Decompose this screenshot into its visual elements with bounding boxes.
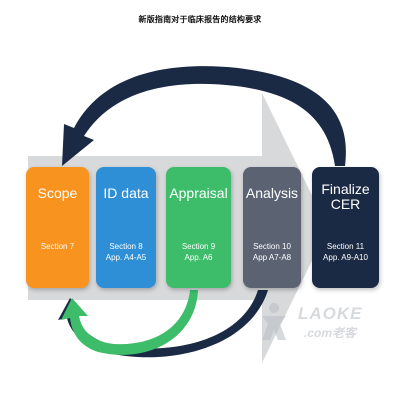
card-section: Section 10 — [253, 242, 291, 251]
card-section: Section 9 — [181, 242, 216, 251]
watermark-text: LAOKE — [298, 304, 363, 323]
card-section: Section 8 — [109, 242, 143, 251]
id-data-card: ID data Section 8 App. A4-A5 — [96, 167, 156, 288]
analysis-card: Analysis Section 10 App A7-A8 — [243, 167, 301, 288]
card-name: ID data — [103, 185, 149, 201]
card-appendix: App. A4-A5 — [105, 253, 147, 262]
card-appendix: App. A6 — [184, 253, 213, 262]
scope-card: Scope Section 7 — [26, 167, 89, 288]
card-name: Appraisal — [169, 185, 228, 201]
card-name: Scope — [37, 185, 78, 201]
finalize-cer-card: Finalize CER Section 11 App. A9-A10 — [312, 167, 379, 288]
watermark-subtext: .com老客 — [304, 326, 357, 340]
card-name: Analysis — [245, 185, 299, 201]
card-name: Finalize CER — [321, 181, 370, 212]
bottom-green-arrow — [61, 290, 198, 355]
page-title: 新版指南对于临床报告的结构要求 — [138, 15, 262, 24]
card-section: Section 7 — [40, 242, 75, 251]
card-appendix: App A7-A8 — [252, 253, 292, 262]
top-loop-arrow — [62, 66, 346, 166]
card-section: Section 11 — [326, 242, 365, 251]
card-appendix: App. A9-A10 — [323, 253, 368, 262]
appraisal-card: Appraisal Section 9 App. A6 — [166, 167, 231, 288]
watermark: LAOKE .com老客 — [250, 298, 400, 348]
watermark-logo-icon — [262, 303, 286, 340]
bottom-dark-arrow — [58, 290, 268, 358]
